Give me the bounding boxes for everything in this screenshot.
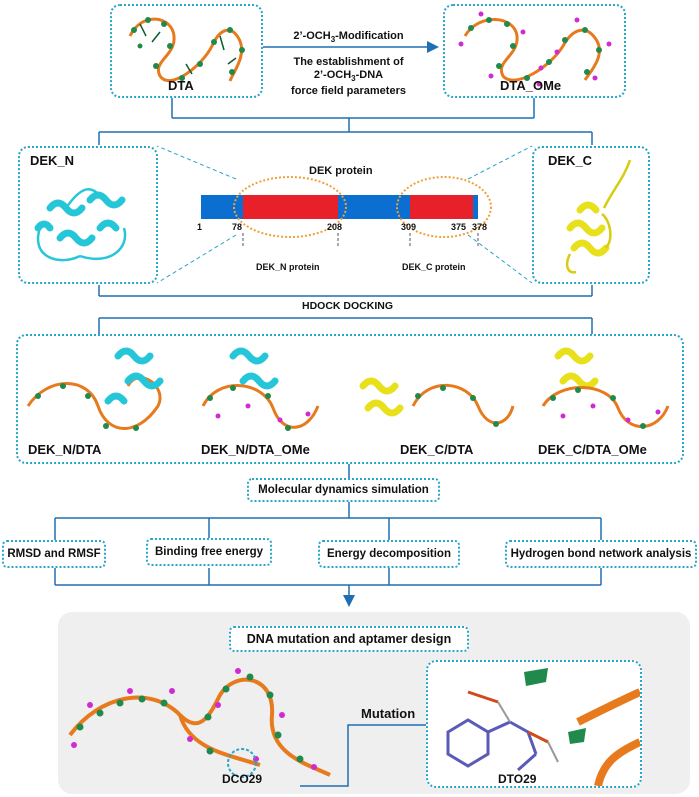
pos-78: 78 [232,222,243,232]
connector-top [98,97,593,145]
dco29-label: DCO29 [222,772,263,786]
analysis-hbond-network: Hydrogen bond network analysis [505,540,697,568]
dek-n-title: DEK_N [30,153,75,168]
analysis-binding-free-energy: Binding free energy [146,538,272,566]
pos-1: 1 [197,222,203,232]
forcefield-line2: 2’-OCH3-DNA [266,69,431,85]
dek-c-structure-image [565,159,632,274]
complex-label-3: DEK_C/DTA [400,442,474,457]
mutation-connector [300,724,430,787]
modification-text: 2’-OCH3-Modification [266,30,431,44]
md-box: Molecular dynamics simulation [247,478,440,502]
forcefield-line2-sub: 3 [351,74,356,84]
dek-n-structure-image [34,188,127,262]
modification-suffix: -Modification [335,30,404,42]
connector-docking [98,285,593,334]
dta-ome-label: DTA_OMe [500,78,562,93]
forcefield-line2-prefix: 2’-OCH [313,69,352,81]
hdock-title: HDOCK DOCKING [302,300,393,312]
forcefield-line2-suffix: -DNA [355,69,384,81]
dek-c-protein-label: DEK_C protein [402,262,466,272]
dta-label: DTA [168,78,194,93]
pos-208: 208 [327,222,343,232]
dto29-label: DTO29 [498,772,537,786]
dek-c-box [532,146,650,284]
analysis-rmsd: RMSD and RMSF [2,540,106,568]
forcefield-line1: The establishment of [293,56,404,68]
pos-375: 375 [451,222,467,232]
dek-c-title: DEK_C [548,153,593,168]
complex-label-1: DEK_N/DTA [28,442,102,457]
complex-dek-n-dta-image [26,347,164,431]
pos-309: 309 [401,222,417,232]
complex-dek-n-dta-ome-image [201,347,320,431]
dek-n-oval [233,176,347,238]
dek-n-protein-label: DEK_N protein [256,262,320,272]
forcefield-text: The establishment of 2’-OCH3-DNA force f… [266,56,431,98]
dco29-highlight-circle [227,748,257,778]
analysis-energy-decomposition: Energy decomposition [318,540,460,568]
forcefield-line3: force field parameters [291,85,406,98]
dek-n-box [18,146,158,284]
modification-prefix: 2’-OCH [293,30,331,42]
complexes-box [16,334,684,464]
complex-label-2: DEK_N/DTA_OMe [201,442,310,457]
connector-analyses [54,500,602,607]
dta-box [110,4,263,98]
pos-378: 378 [472,222,488,232]
dto29-structure-image [446,668,642,787]
dek-domain-bar [156,145,533,284]
dto29-box [426,660,642,788]
dta-ome-structure-image [458,11,612,87]
complexes-structure-image [26,347,670,431]
complex-label-4: DEK_C/DTA_OMe [538,442,647,457]
dek-protein-title: DEK protein [309,165,373,177]
dta-structure-image [128,17,245,83]
complex-dek-c-dta-ome-image [541,347,670,429]
mutation-label: Mutation [361,706,416,721]
complex-dek-c-dta-image [359,377,515,427]
dco29-structure-image [68,668,331,778]
dta-ome-box [443,4,626,98]
design-title: DNA mutation and aptamer design [229,626,469,652]
dek-c-oval [396,176,492,238]
modification-sub: 3 [330,35,336,45]
